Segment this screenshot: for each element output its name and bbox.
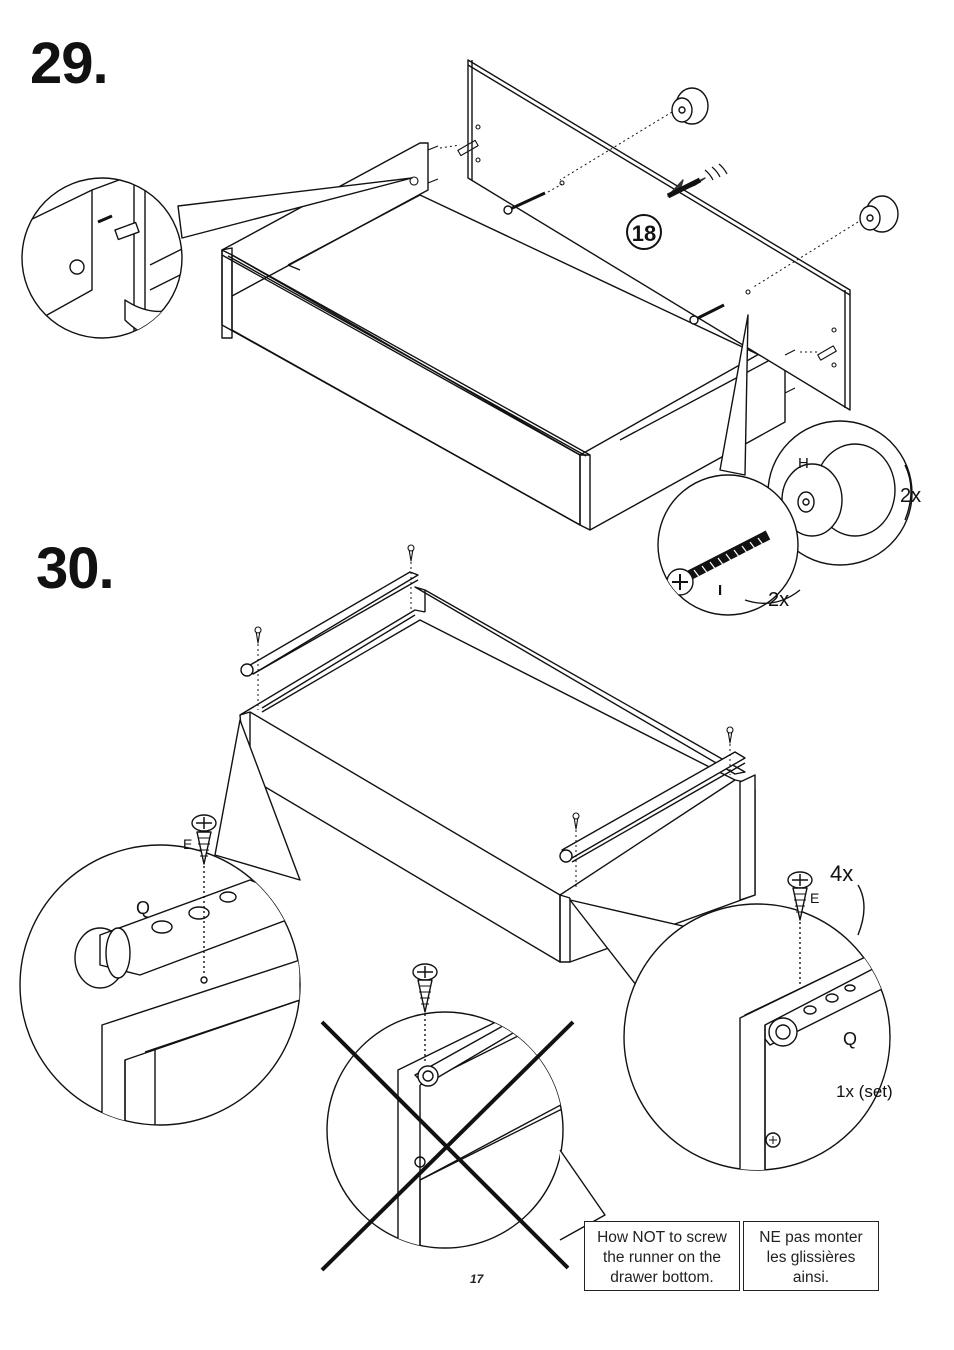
- step-30-runner-label-right: Q: [843, 1029, 857, 1049]
- step-29-screws: [503, 191, 725, 325]
- step-29-screw-label: I: [718, 582, 722, 599]
- step-29-callout-circle: [626, 214, 662, 250]
- step-29-drawer-box: [221, 142, 786, 531]
- step-29-number: 29.: [30, 31, 109, 96]
- step-30-runner-left: [240, 571, 419, 677]
- step-29-knob-qty: 2x: [900, 485, 921, 507]
- step-30-runner-right: [559, 751, 746, 863]
- step-29-dowels: [409, 124, 837, 394]
- step-30-zoom-left: [19, 719, 301, 1126]
- step-30-number: 30.: [36, 536, 115, 601]
- step-30-guides: [257, 562, 731, 890]
- step-29-screw-qty: 2x: [768, 589, 789, 611]
- step-29-knob-bottom: [859, 195, 899, 233]
- step-29-zoom-screw: [657, 314, 801, 616]
- note-english: How NOT to screw the runner on the drawe…: [584, 1221, 740, 1291]
- note-french: NE pas monter les glissières ainsi.: [743, 1221, 879, 1291]
- step-30-screw-qty: 4x: [830, 861, 853, 886]
- step-29-zoom-knob: [767, 420, 913, 566]
- page-number: 17: [470, 1272, 484, 1286]
- step-29-callout-number: 18: [632, 221, 656, 246]
- step-30-runner-qty: 1x (set): [836, 1082, 893, 1101]
- step-30-wrong-cross: [320, 1020, 575, 1272]
- step-29-push-arrow: [666, 163, 728, 199]
- step-29-guides: [439, 111, 859, 353]
- step-29-knob-top: [671, 87, 709, 125]
- step-30-runner-label-left: Q: [136, 898, 150, 918]
- step-30-small-screws: [254, 544, 734, 830]
- step-30-zoom-right: [569, 871, 891, 1171]
- step-30-screw-label-left: E: [183, 836, 192, 852]
- step-30-zoom-wrong: [326, 963, 606, 1249]
- step-30-drawer-box: [239, 586, 756, 963]
- step-29-zoom-dowel: [21, 177, 413, 339]
- step-30-screw-label-right: E: [810, 890, 819, 906]
- step-29-knob-label: H: [798, 455, 809, 472]
